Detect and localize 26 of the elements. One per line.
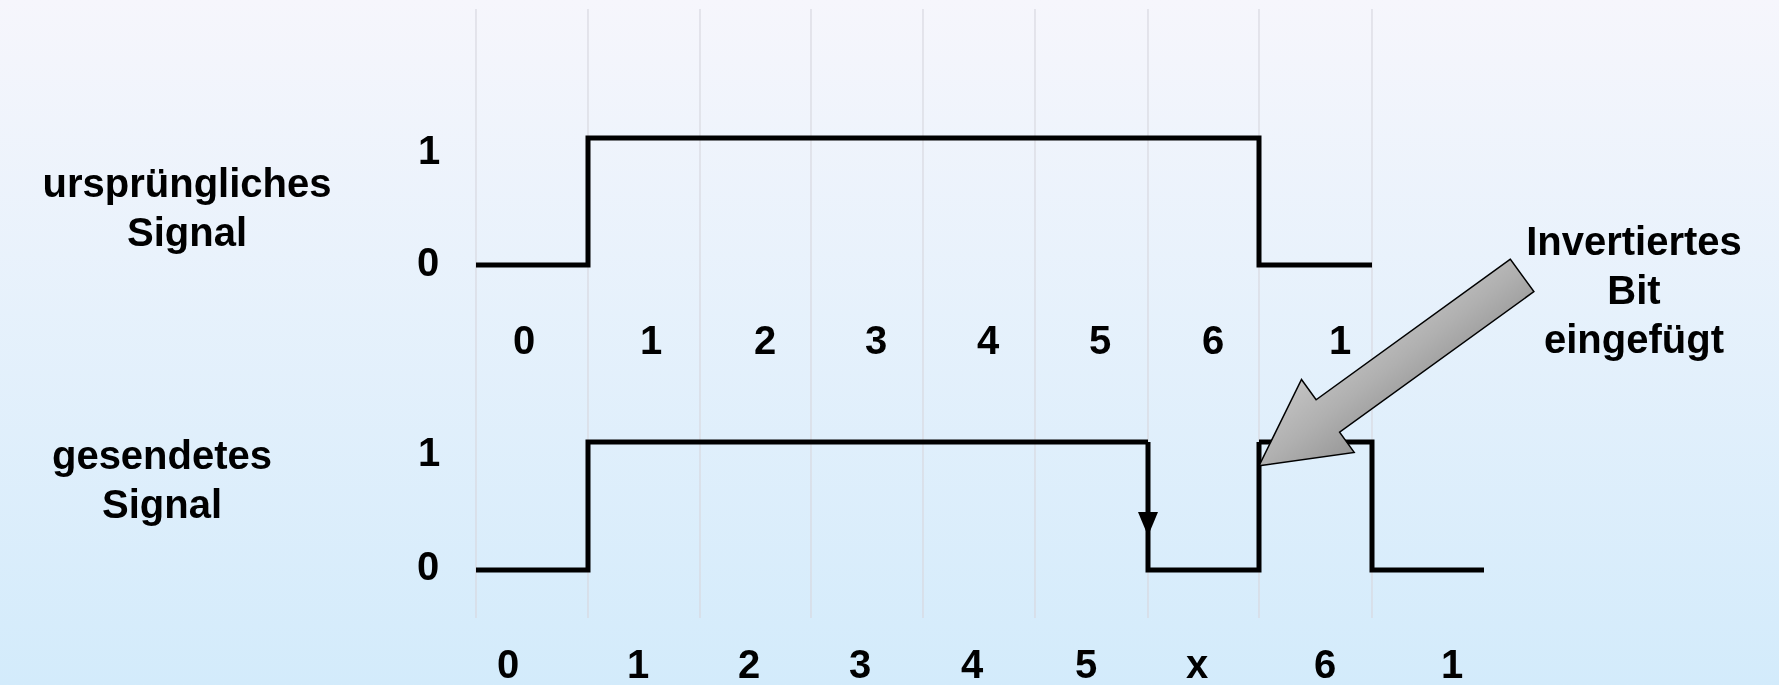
bit-label: 3 [864, 316, 888, 364]
bit-label: 1 [639, 316, 663, 364]
bit-label: 4 [976, 316, 1000, 364]
bit-label: 0 [512, 316, 536, 364]
bit-label: 2 [737, 640, 761, 685]
bit-label: 1 [626, 640, 650, 685]
bit-label: 1 [1328, 316, 1352, 364]
level-label: 0 [416, 542, 440, 590]
inverted-bit-pulse [1145, 442, 1262, 573]
bit-label: 5 [1074, 640, 1098, 685]
level-label: 1 [417, 126, 441, 174]
bit-label: x [1185, 640, 1209, 685]
bit-label: 5 [1088, 316, 1112, 364]
level-label: 0 [416, 238, 440, 286]
bit-label: 1 [1440, 640, 1464, 685]
block-arrow [1257, 258, 1535, 467]
bit-label: 6 [1313, 640, 1337, 685]
level-label: 1 [417, 428, 441, 476]
bit-label: 2 [753, 316, 777, 364]
bit-label: 3 [848, 640, 872, 685]
signal-label: ursprüngliches Signal [42, 160, 332, 256]
bit-label: 0 [496, 640, 520, 685]
bit-label: 6 [1201, 316, 1225, 364]
callout-text: Invertiertes Bit eingefügt [1526, 216, 1742, 364]
bit-label: 4 [960, 640, 984, 685]
signal-label: gesendetes Signal [51, 432, 273, 528]
